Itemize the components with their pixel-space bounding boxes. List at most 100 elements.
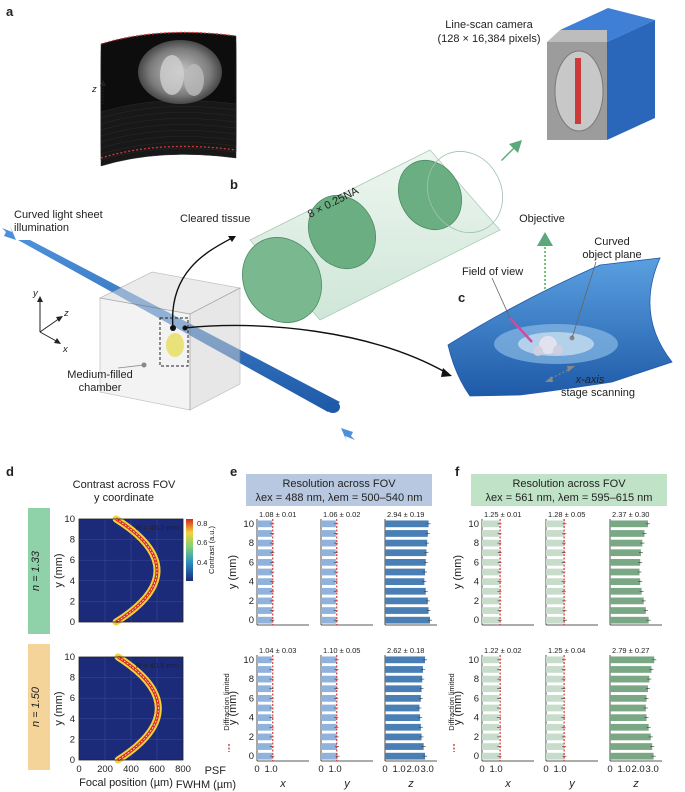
axis-name-label: y (568, 778, 576, 790)
bar (321, 578, 336, 586)
chamber-label-1: Medium-filled (67, 369, 132, 381)
bar (546, 549, 564, 557)
bar (482, 616, 500, 624)
row-label-n133: n = 1.33 (30, 550, 42, 591)
bar-y-tick: 2 (474, 596, 479, 607)
bar-y-tick: 0 (474, 615, 479, 626)
scan-label-1: x-axis (575, 374, 605, 386)
y-tick-label: 10 (64, 514, 75, 525)
bar-y-tick: 2 (474, 732, 479, 743)
cb-tick-06: 0.6 (197, 538, 207, 547)
bar-y-tick: 10 (468, 519, 479, 530)
bar-ylabel: y (mm) (452, 691, 464, 725)
lens-element-3 (397, 160, 463, 230)
fwhm-tick: 3.0 (421, 764, 434, 775)
summary-label: 1.10 ± 0.05 (323, 646, 360, 655)
bar (546, 704, 564, 712)
axis-name-label: x (279, 778, 286, 790)
bar-y-tick: 6 (249, 557, 254, 568)
bar-ylabel: y (mm) (452, 555, 464, 589)
diffraction-legend: Diffraction limited Diffraction limited (222, 673, 456, 752)
summary-label: 1.25 ± 0.01 (484, 510, 521, 519)
bar (610, 607, 646, 614)
bar (257, 549, 273, 557)
bar (482, 666, 500, 673)
d-title-1: Contrast across FOV (73, 479, 176, 491)
bar (610, 656, 655, 664)
y-tick-label: 0 (70, 755, 75, 766)
cb-tick-04: 0.4 (197, 558, 207, 567)
bar (610, 530, 645, 537)
bar-y-tick: 8 (249, 538, 254, 549)
bar (482, 723, 500, 731)
axis-x-label: x (62, 344, 69, 355)
bar (257, 743, 272, 750)
bar (257, 520, 273, 528)
axis-name-label: x (504, 778, 511, 790)
bar (482, 743, 500, 750)
image-stack (100, 31, 237, 167)
bar (482, 597, 500, 605)
stack-z-arrow: z (91, 80, 106, 104)
bar (385, 607, 429, 614)
axes-triad: y z x (32, 288, 69, 355)
bar (546, 685, 564, 693)
bar (257, 704, 272, 712)
bar (482, 539, 500, 547)
bar (321, 743, 338, 750)
bar (546, 666, 564, 673)
scan-arrow (545, 366, 575, 382)
row-band-n133: n = 1.33 (28, 508, 50, 634)
bar (321, 656, 337, 664)
brain-lobe (160, 55, 184, 95)
summary-label: 1.22 ± 0.02 (484, 646, 521, 655)
bar (482, 685, 500, 693)
bar-y-tick: 4 (474, 577, 479, 588)
bar (321, 752, 338, 760)
panel-label-c: c (458, 290, 465, 305)
bar (546, 675, 564, 683)
y-tick-label: 4 (70, 576, 75, 587)
fwhm-tick: 0 (607, 764, 612, 775)
camera-title: Line-scan camera (445, 19, 533, 31)
bar (482, 733, 500, 741)
bar (385, 743, 424, 750)
bar (610, 568, 640, 576)
bar (610, 558, 641, 566)
axis-z-label: z (63, 308, 69, 319)
chamber-label-2: chamber (79, 382, 122, 394)
bar (257, 539, 273, 547)
light-sheet-label-2: illumination (14, 222, 69, 234)
bar (546, 743, 565, 750)
bar (321, 694, 337, 702)
bar (546, 616, 565, 624)
bar (321, 597, 336, 605)
bar (257, 597, 273, 605)
bar (321, 520, 336, 528)
camera-pixels: (128 × 16,384 pixels) (437, 33, 540, 45)
fwhm-tick: 1.0 (617, 764, 630, 775)
bar (482, 587, 500, 595)
bar (257, 733, 272, 741)
zoom-pointer (184, 324, 446, 373)
d-title-2: y coordinate (94, 492, 154, 504)
fwhm-tick: 2.0 (631, 764, 644, 775)
summary-label: 2.37 ± 0.30 (612, 510, 649, 519)
bar (385, 675, 423, 683)
bar (546, 587, 564, 595)
colorbar: 0.8 0.6 0.4 Contrast (a.u.) (186, 519, 216, 581)
fwhm-tick: 0 (254, 764, 259, 775)
bar (385, 723, 421, 731)
heatmap-frame (78, 518, 184, 623)
bar (482, 714, 499, 722)
cb-label: Contrast (a.u.) (207, 526, 216, 574)
row-band-n150: n = 1.50 (28, 644, 50, 770)
bar-y-tick: 6 (474, 693, 479, 704)
bar (546, 714, 564, 722)
fwhm-tick: 0 (382, 764, 387, 775)
bar (321, 539, 337, 547)
psf-label: PSF (205, 765, 227, 777)
bar (610, 539, 643, 547)
bar (385, 520, 429, 528)
